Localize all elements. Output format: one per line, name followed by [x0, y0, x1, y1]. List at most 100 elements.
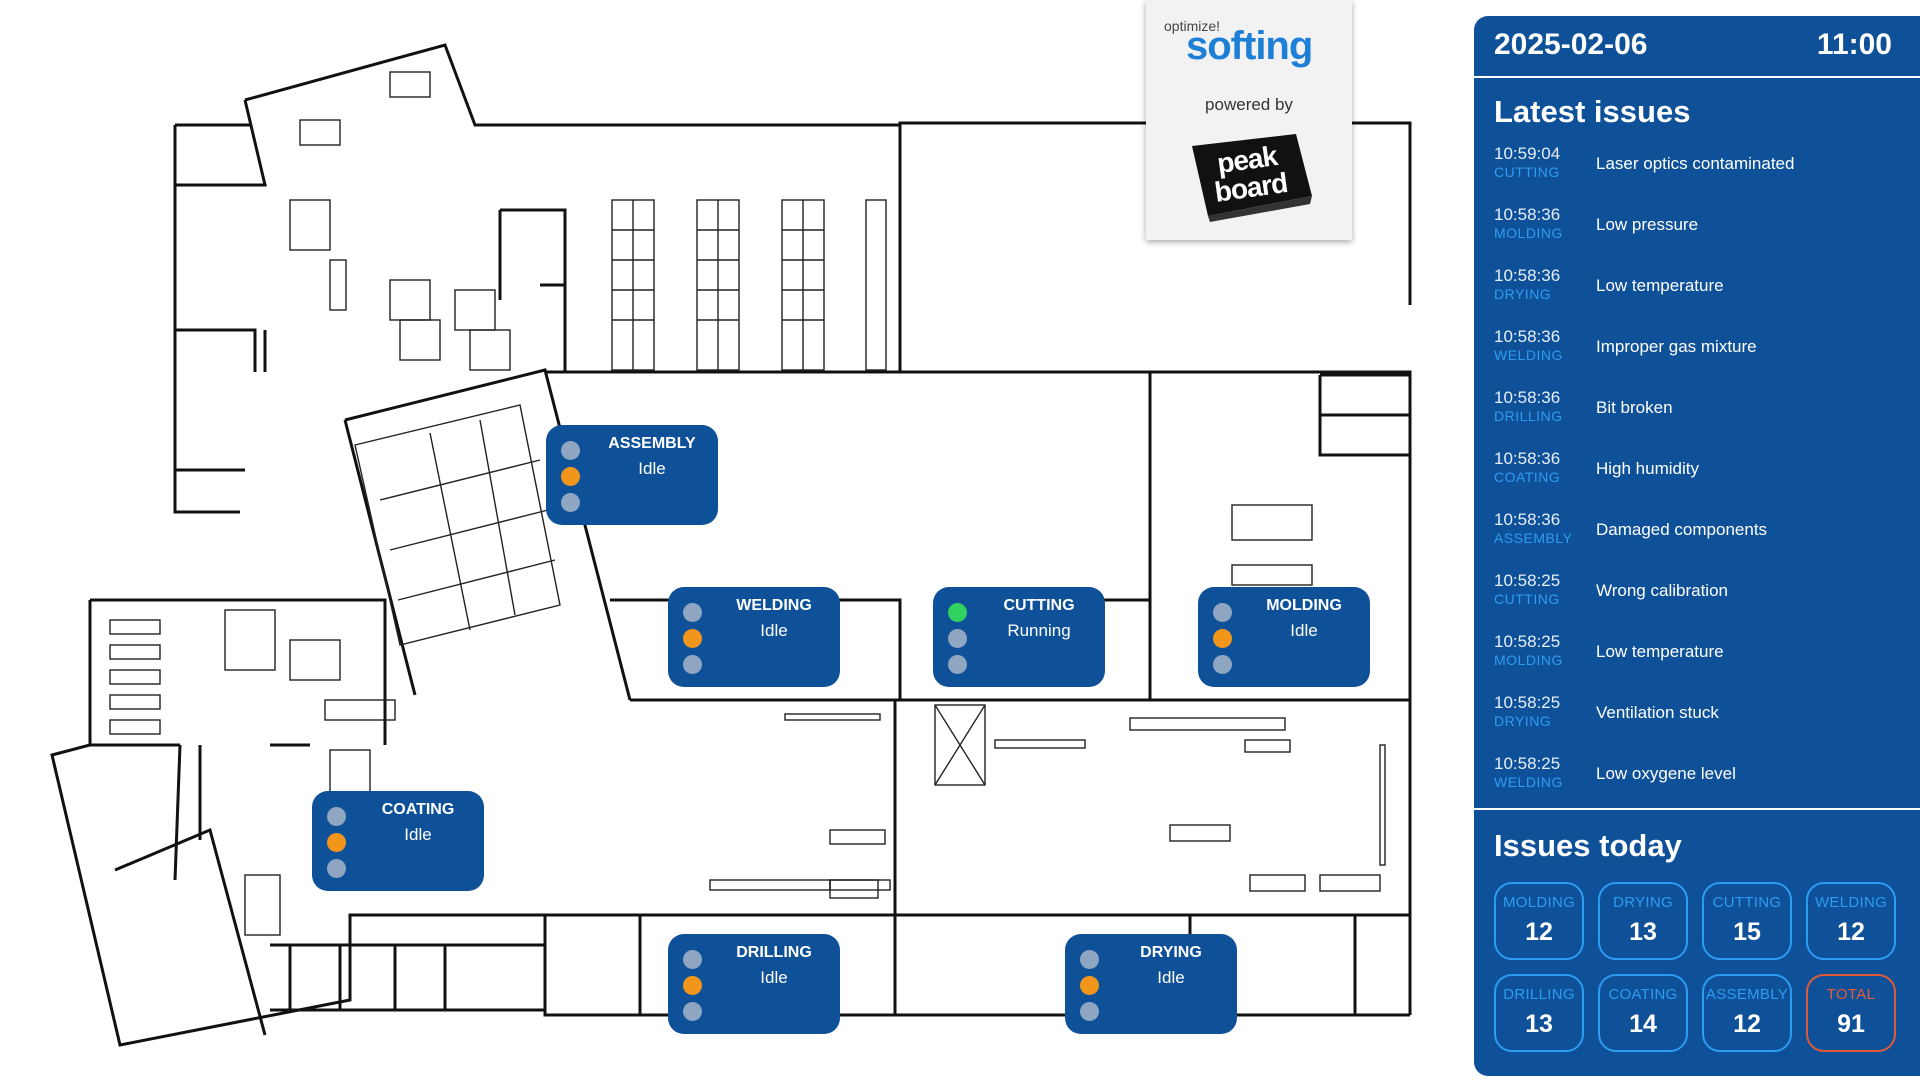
- issue-row[interactable]: 10:58:36 WELDING Improper gas mixture: [1494, 327, 1904, 388]
- issue-message: Low temperature: [1596, 276, 1724, 295]
- station-assembly[interactable]: ASSEMBLY Idle: [546, 425, 718, 525]
- logo-card: optimize! softing powered by peak board: [1146, 0, 1352, 240]
- issue-message: Damaged components: [1596, 520, 1768, 539]
- issue-row[interactable]: 10:58:36 ASSEMBLY Damaged components: [1494, 510, 1904, 571]
- status-lamp-top: [683, 603, 702, 622]
- issue-row[interactable]: 10:58:25 WELDING Low oxygene level: [1494, 754, 1904, 815]
- status-lamp-top: [561, 441, 580, 460]
- tile-drilling[interactable]: DRILLING 13: [1494, 974, 1584, 1052]
- tile-label: ASSEMBLY: [1705, 986, 1789, 1003]
- status-lamp-middle: [561, 467, 580, 486]
- status-lamp-bottom: [683, 655, 702, 674]
- station-state: Idle: [638, 459, 666, 478]
- tile-molding[interactable]: MOLDING 12: [1494, 882, 1584, 960]
- station-state: Idle: [760, 621, 788, 640]
- status-lamp-bottom: [1213, 655, 1232, 674]
- peakboard-logo: peak board: [1184, 126, 1314, 222]
- tile-label: DRILLING: [1503, 986, 1575, 1003]
- tile-value: 15: [1733, 918, 1761, 946]
- status-lamp-bottom: [948, 655, 967, 674]
- issue-station: CUTTING: [1494, 591, 1560, 607]
- tile-label: TOTAL: [1826, 986, 1876, 1003]
- tile-value: 13: [1629, 918, 1657, 946]
- issue-time: 10:58:36: [1494, 205, 1561, 224]
- issue-station: WELDING: [1494, 774, 1563, 790]
- issue-row[interactable]: 10:58:25 MOLDING Low temperature: [1494, 632, 1904, 693]
- tile-value: 91: [1837, 1010, 1865, 1038]
- issue-row[interactable]: 10:58:25 DRYING Ventilation stuck: [1494, 693, 1904, 754]
- status-lamp-top: [948, 603, 967, 622]
- powered-by-label: powered by: [1205, 95, 1293, 114]
- issue-time: 10:58:36: [1494, 388, 1561, 407]
- status-lamp-middle: [327, 833, 346, 852]
- tile-assembly[interactable]: ASSEMBLY 12: [1702, 974, 1792, 1052]
- station-name: CUTTING: [1003, 597, 1075, 614]
- station-molding[interactable]: MOLDING Idle: [1198, 587, 1370, 687]
- issue-station: CUTTING: [1494, 164, 1560, 180]
- tile-label: MOLDING: [1502, 894, 1576, 911]
- station-state: Idle: [1157, 968, 1185, 987]
- status-lamp-middle: [1080, 976, 1099, 995]
- issue-time: 10:58:36: [1494, 510, 1561, 529]
- issue-station: MOLDING: [1494, 652, 1563, 668]
- issue-row[interactable]: 10:58:36 DRILLING Bit broken: [1494, 388, 1904, 449]
- issue-row[interactable]: 10:58:25 CUTTING Wrong calibration: [1494, 571, 1904, 632]
- latest-issues-list: 10:59:04 CUTTING Laser optics contaminat…: [1494, 144, 1904, 815]
- tile-value: 12: [1733, 1010, 1761, 1038]
- issue-time: 10:58:25: [1494, 754, 1561, 773]
- station-welding[interactable]: WELDING Idle: [668, 587, 840, 687]
- tile-coating[interactable]: COATING 14: [1598, 974, 1688, 1052]
- issue-message: Wrong calibration: [1596, 581, 1728, 600]
- issue-station: COATING: [1494, 469, 1561, 485]
- issue-row[interactable]: 10:58:36 MOLDING Low pressure: [1494, 205, 1904, 266]
- status-lamp-top: [1213, 603, 1232, 622]
- header-date: 2025-02-06: [1494, 28, 1648, 61]
- tile-value: 12: [1837, 918, 1865, 946]
- station-state: Idle: [404, 825, 432, 844]
- issue-time: 10:58:25: [1494, 632, 1561, 651]
- tile-label: DRYING: [1613, 894, 1673, 911]
- issue-station: DRYING: [1494, 713, 1552, 729]
- issue-time: 10:58:36: [1494, 449, 1561, 468]
- header-time: 11:00: [1816, 28, 1892, 61]
- issue-row[interactable]: 10:58:36 DRYING Low temperature: [1494, 266, 1904, 327]
- issue-message: Improper gas mixture: [1596, 337, 1757, 356]
- issue-message: Ventilation stuck: [1596, 703, 1719, 722]
- station-coating[interactable]: COATING Idle: [312, 791, 484, 891]
- peakboard-box-icon: [1192, 134, 1312, 222]
- issue-time: 10:58:36: [1494, 266, 1561, 285]
- station-cutting[interactable]: CUTTING Running: [933, 587, 1105, 687]
- status-lamp-bottom: [561, 493, 580, 512]
- tile-drying[interactable]: DRYING 13: [1598, 882, 1688, 960]
- status-lamp-top: [683, 950, 702, 969]
- issue-message: High humidity: [1596, 459, 1699, 478]
- station-drilling[interactable]: DRILLING Idle: [668, 934, 840, 1034]
- tile-cutting[interactable]: CUTTING 15: [1702, 882, 1792, 960]
- dashboard-panel: 2025-02-06 11:00 Latest issues 10:59:04 …: [1474, 16, 1920, 1076]
- latest-issues-title: Latest issues: [1494, 94, 1691, 129]
- issue-row[interactable]: 10:58:36 COATING High humidity: [1494, 449, 1904, 510]
- station-name: ASSEMBLY: [608, 435, 696, 452]
- issue-message: Laser optics contaminated: [1596, 154, 1795, 173]
- tile-label: CUTTING: [1712, 894, 1782, 911]
- station-drying[interactable]: DRYING Idle: [1065, 934, 1237, 1034]
- divider: [1474, 76, 1920, 78]
- issue-station: MOLDING: [1494, 225, 1563, 241]
- station-state: Idle: [760, 968, 788, 987]
- status-lamp-middle: [1213, 629, 1232, 648]
- tile-label: WELDING: [1814, 894, 1888, 911]
- status-lamp-top: [1080, 950, 1099, 969]
- softing-logo: softing: [1186, 24, 1313, 68]
- status-lamp-bottom: [1080, 1002, 1099, 1021]
- issue-station: DRILLING: [1494, 408, 1563, 424]
- issue-row[interactable]: 10:59:04 CUTTING Laser optics contaminat…: [1494, 144, 1904, 205]
- status-lamp-bottom: [327, 859, 346, 878]
- issue-station: ASSEMBLY: [1494, 530, 1573, 546]
- tile-total[interactable]: TOTAL 91: [1806, 974, 1896, 1052]
- tile-welding[interactable]: WELDING 12: [1806, 882, 1896, 960]
- issue-message: Low pressure: [1596, 215, 1699, 234]
- tile-value: 13: [1525, 1010, 1553, 1038]
- issue-message: Bit broken: [1596, 398, 1673, 417]
- tile-label: COATING: [1608, 986, 1678, 1003]
- issue-station: WELDING: [1494, 347, 1563, 363]
